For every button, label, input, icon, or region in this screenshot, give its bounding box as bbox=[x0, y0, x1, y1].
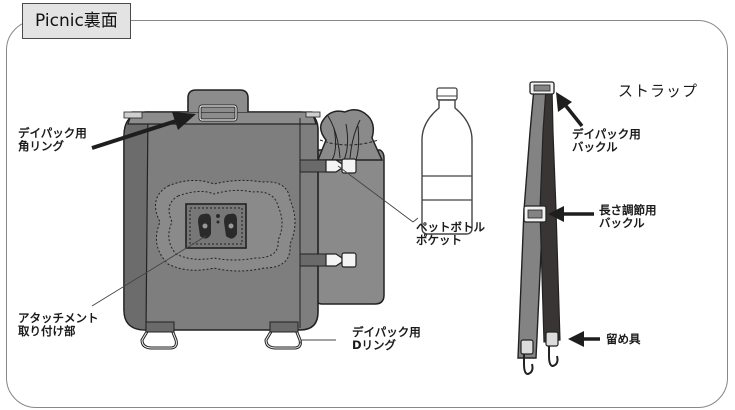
label-clasp: 留め具 bbox=[606, 332, 641, 346]
label-daypack-buckle: デイパック用 バックル bbox=[572, 127, 641, 154]
bottle-pocket-shape bbox=[315, 109, 385, 305]
pet-bottle bbox=[421, 87, 473, 235]
label-corner-ring: デイパック用 角リング bbox=[18, 126, 87, 153]
callout-arrows bbox=[91, 92, 600, 347]
attachment-pad bbox=[155, 179, 296, 272]
side-buckles bbox=[299, 158, 357, 268]
label-adjust-buckle: 長さ調節用 バックル bbox=[599, 203, 657, 230]
shoulder-strap bbox=[517, 81, 561, 376]
label-bottle-pocket: ペットボトル ポケット bbox=[416, 220, 485, 247]
label-attachment-mount: アタッチメント 取り付け部 bbox=[18, 311, 99, 338]
label-strap: ストラップ bbox=[618, 82, 699, 100]
label-d-ring: デイパック用 Dリング bbox=[352, 325, 421, 352]
page-title: Picnic裏面 bbox=[22, 3, 131, 39]
top-handle bbox=[187, 89, 249, 122]
